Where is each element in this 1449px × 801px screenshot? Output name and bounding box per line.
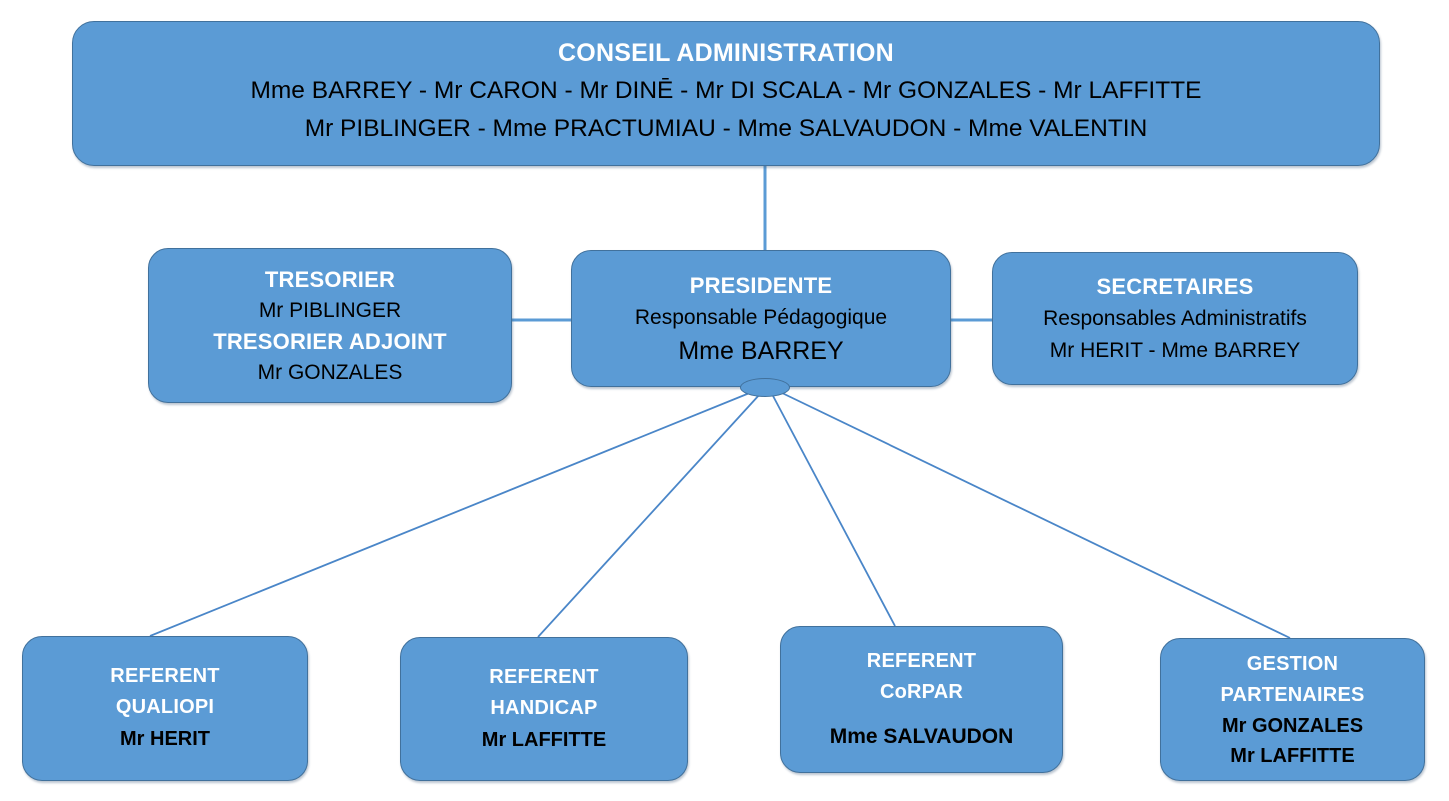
- presidente-name: Mme BARREY: [678, 336, 844, 365]
- node-referent-qualiopi[interactable]: REFERENT QUALIOPI Mr HERIT: [22, 636, 308, 781]
- node-tresorier[interactable]: TRESORIER Mr PIBLINGER TRESORIER ADJOINT…: [148, 248, 512, 403]
- corpar-name: Mme SALVAUDON: [829, 725, 1014, 748]
- node-referent-handicap[interactable]: REFERENT HANDICAP Mr LAFFITTE: [400, 637, 688, 781]
- conseil-title: CONSEIL ADMINISTRATION: [558, 38, 894, 67]
- node-gestion-partenaires[interactable]: GESTION PARTENAIRES Mr GONZALES Mr LAFFI…: [1160, 638, 1425, 781]
- node-secretaires[interactable]: SECRETAIRES Responsables Administratifs …: [992, 252, 1358, 385]
- secretaires-title: SECRETAIRES: [1096, 273, 1254, 299]
- handicap-name: Mr LAFFITTE: [481, 728, 607, 751]
- partenaires-name-2: Mr LAFFITTE: [1230, 744, 1355, 767]
- tresorier-title: TRESORIER: [264, 266, 396, 292]
- secretaires-role: Responsables Administratifs: [1043, 306, 1307, 330]
- hub-connector-node: [740, 378, 790, 397]
- partenaires-title-2: PARTENAIRES: [1220, 683, 1365, 706]
- presidente-role: Responsable Pédagogique: [634, 305, 888, 329]
- qualiopi-title-1: REFERENT: [110, 665, 220, 687]
- qualiopi-name: Mr HERIT: [120, 728, 210, 750]
- handicap-title-2: HANDICAP: [490, 696, 598, 719]
- partenaires-name-1: Mr GONZALES: [1221, 714, 1364, 737]
- handicap-title-1: REFERENT: [489, 665, 599, 688]
- corpar-title-1: REFERENT: [866, 650, 977, 672]
- presidente-title: PRESIDENTE: [689, 272, 833, 298]
- partenaires-title-1: GESTION: [1246, 652, 1339, 675]
- connector-hub-partenaires: [779, 391, 1291, 639]
- connector-hub-handicap: [537, 393, 761, 638]
- conseil-members-2: Mr PIBLINGER - Mme PRACTUMIAU - Mme SALV…: [304, 114, 1148, 142]
- node-presidente[interactable]: PRESIDENTE Responsable Pédagogique Mme B…: [571, 250, 951, 387]
- conseil-members-1: Mme BARREY - Mr CARON - Mr DINĒ - Mr DI …: [250, 76, 1202, 104]
- node-conseil-administration[interactable]: CONSEIL ADMINISTRATION Mme BARREY - Mr C…: [72, 21, 1380, 166]
- connector-hub-qualiopi: [149, 391, 753, 637]
- corpar-title-2: CoRPAR: [879, 681, 964, 703]
- tresorier-adjoint-title: TRESORIER ADJOINT: [213, 328, 447, 354]
- connector-hub-corpar: [771, 393, 896, 627]
- secretaires-names: Mr HERIT - Mme BARREY: [1049, 338, 1301, 362]
- tresorier-adjoint-name: Mr GONZALES: [257, 360, 403, 384]
- qualiopi-title-2: QUALIOPI: [115, 696, 215, 718]
- tresorier-name: Mr PIBLINGER: [258, 298, 402, 322]
- node-referent-corpar[interactable]: REFERENT CoRPAR Mme SALVAUDON: [780, 626, 1063, 773]
